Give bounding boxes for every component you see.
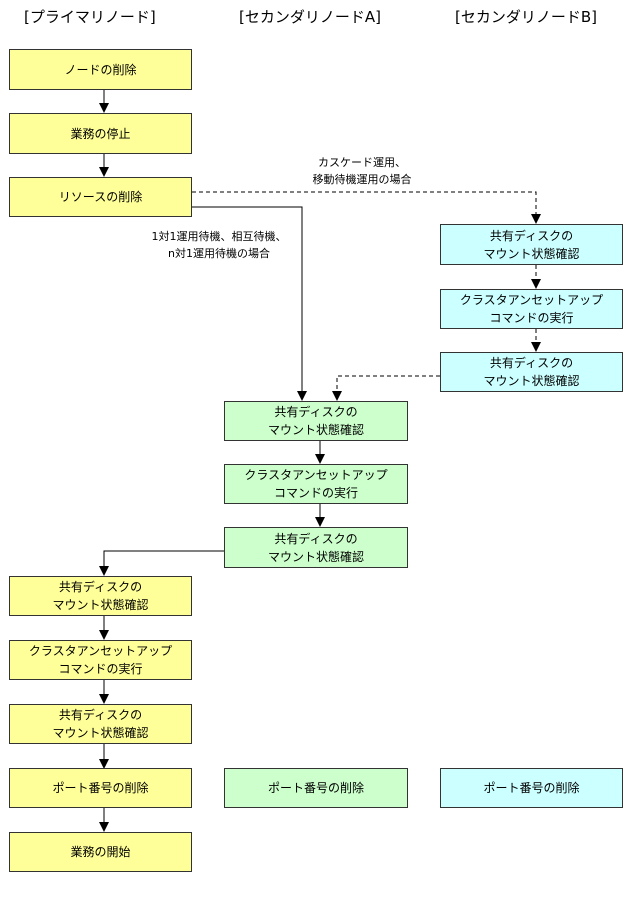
- primary-disk-check-2-box: 共有ディスクの マウント状態確認: [9, 704, 192, 744]
- primary-cluster-unsetup-box: クラスタアンセットアップ コマンドの実行: [9, 640, 192, 680]
- secondary-a-disk-check-2-box: 共有ディスクの マウント状態確認: [224, 527, 408, 568]
- arrow-a-to-primary: [99, 550, 224, 576]
- cascade-route-label: カスケード運用、 移動待機運用の場合: [312, 156, 412, 186]
- header-primary: [プライマリノード]: [24, 8, 156, 26]
- secondary-a-cluster-unsetup-box: クラスタアンセットアップ コマンドの実行: [224, 464, 408, 504]
- arrow-standby-route: [192, 206, 307, 401]
- secondary-a-disk-check-1-box: 共有ディスクの マウント状態確認: [224, 401, 408, 441]
- primary-stop-business-box: 業務の停止: [9, 113, 192, 154]
- header-secondary-a: [セカンダリノードA]: [239, 8, 381, 26]
- primary-start-business-box: 業務の開始: [9, 832, 192, 872]
- secondary-b-disk-check-1-box: 共有ディスクの マウント状態確認: [440, 224, 623, 265]
- secondary-b-disk-check-2-box: 共有ディスクの マウント状態確認: [440, 352, 623, 392]
- primary-delete-resource-box: リソースの削除: [9, 177, 192, 217]
- primary-disk-check-1-box: 共有ディスクの マウント状態確認: [9, 576, 192, 616]
- secondary-a-delete-port-box: ポート番号の削除: [224, 768, 408, 808]
- primary-delete-node-box: ノードの削除: [9, 49, 192, 90]
- arrow-b-to-a: [332, 375, 440, 401]
- header-secondary-b: [セカンダリノードB]: [455, 8, 597, 26]
- arrow-cascade-route: [192, 191, 541, 224]
- standby-route-label: 1対1運用待機、相互待機、 n対1運用待機の場合: [151, 230, 287, 260]
- secondary-b-cluster-unsetup-box: クラスタアンセットアップ コマンドの実行: [440, 289, 623, 329]
- primary-delete-port-box: ポート番号の削除: [9, 768, 192, 808]
- secondary-b-delete-port-box: ポート番号の削除: [440, 768, 623, 808]
